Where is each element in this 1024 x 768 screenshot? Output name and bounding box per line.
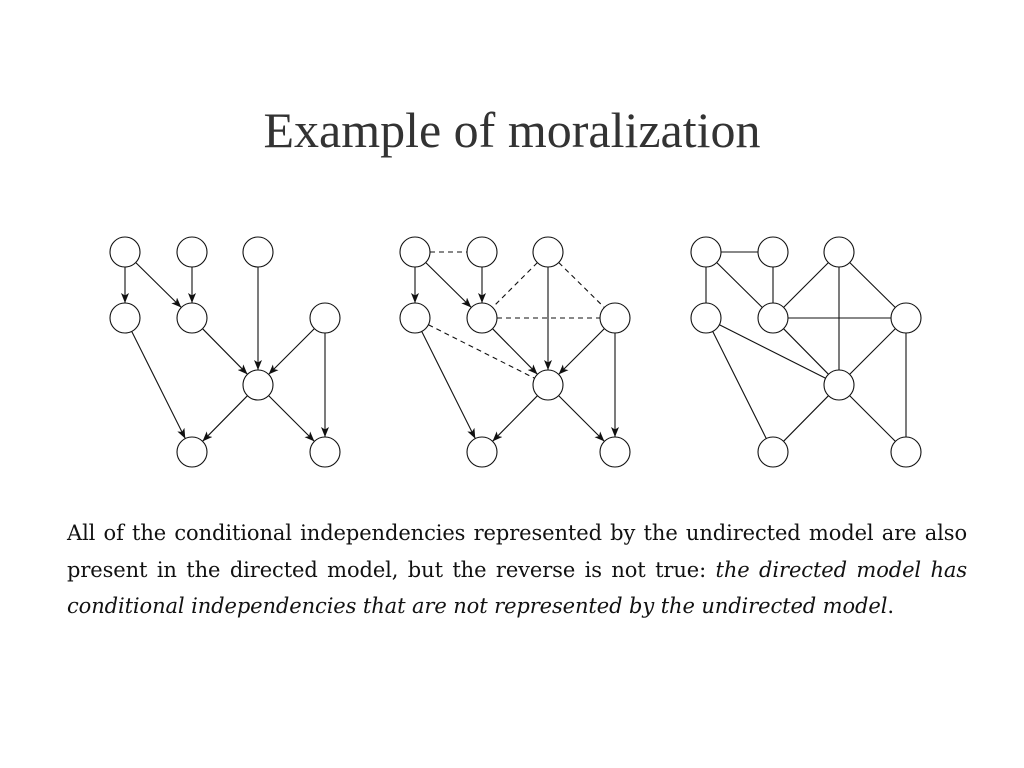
edge-f-g xyxy=(849,328,896,375)
edge-f-g xyxy=(558,328,605,375)
node-a xyxy=(399,236,431,268)
node-g xyxy=(242,369,274,401)
node-h xyxy=(757,436,789,468)
edge-d-h xyxy=(712,331,767,439)
edge-g-i xyxy=(268,395,315,442)
node-f xyxy=(599,302,631,334)
node-d xyxy=(690,302,722,334)
node-c xyxy=(242,236,274,268)
edge-e-g xyxy=(492,328,538,375)
edge-f-g xyxy=(268,328,315,375)
edge-c-e xyxy=(783,262,829,308)
moralization-graph xyxy=(399,236,631,468)
caption-italic-text: the directed model has conditional indep… xyxy=(67,557,967,619)
caption-end: . xyxy=(887,594,894,618)
directed-graph xyxy=(109,236,341,468)
node-b xyxy=(757,236,789,268)
node-d xyxy=(109,302,141,334)
edge-a-e xyxy=(135,262,182,308)
edge-a-e xyxy=(716,262,763,308)
edge-d-g-moral xyxy=(428,324,535,379)
caption-plain-text: All of the conditional independencies re… xyxy=(67,521,967,582)
edge-g-h xyxy=(783,395,829,442)
edge-e-g xyxy=(202,328,248,375)
edge-g-i xyxy=(849,395,896,442)
node-e xyxy=(176,302,208,334)
undirected-graph xyxy=(690,236,922,468)
caption: All of the conditional independencies re… xyxy=(67,515,967,625)
node-a xyxy=(690,236,722,268)
edge-a-e xyxy=(425,262,472,308)
edge-d-g xyxy=(719,324,826,379)
node-e xyxy=(466,302,498,334)
edge-c-f xyxy=(849,262,896,308)
node-i xyxy=(599,436,631,468)
node-i xyxy=(890,436,922,468)
node-h xyxy=(176,436,208,468)
edge-d-h xyxy=(421,331,476,439)
node-f xyxy=(890,302,922,334)
node-c xyxy=(823,236,855,268)
edge-g-h xyxy=(202,395,248,442)
edge-c-e-moral xyxy=(492,262,538,308)
node-h xyxy=(466,436,498,468)
edge-g-h xyxy=(492,395,538,442)
node-c xyxy=(532,236,564,268)
node-d xyxy=(399,302,431,334)
slide-title: Example of moralization xyxy=(263,101,761,158)
node-a xyxy=(109,236,141,268)
edge-c-f-moral xyxy=(558,262,605,308)
edge-g-i xyxy=(558,395,605,442)
node-g xyxy=(823,369,855,401)
node-f xyxy=(309,302,341,334)
node-g xyxy=(532,369,564,401)
node-e xyxy=(757,302,789,334)
node-b xyxy=(176,236,208,268)
edge-d-h xyxy=(131,331,186,439)
node-i xyxy=(309,436,341,468)
edge-e-g xyxy=(783,328,829,375)
node-b xyxy=(466,236,498,268)
